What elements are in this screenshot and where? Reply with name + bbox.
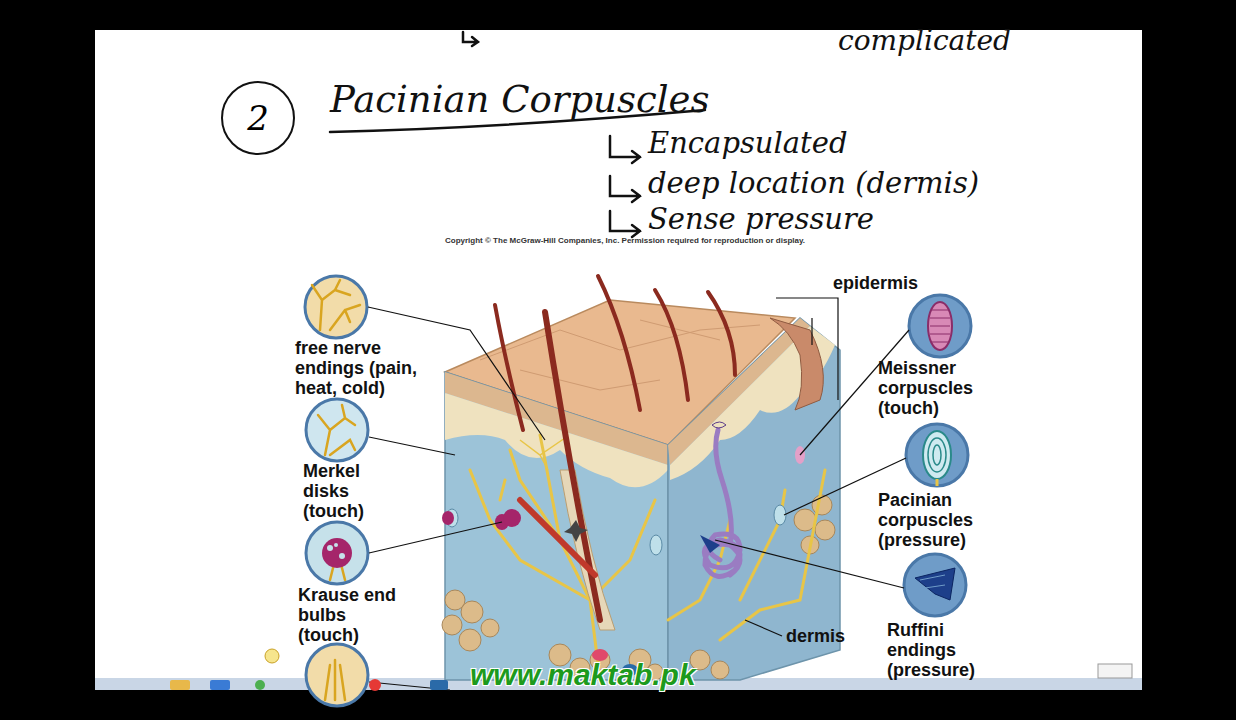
- part-label: dermis: [786, 626, 866, 646]
- handwritten-note: Encapsulated: [648, 128, 847, 160]
- part-label: free nerve endings (pain, heat, cold): [295, 338, 450, 398]
- part-label: Krause end bulbs (touch): [298, 585, 408, 645]
- watermark: www.maktab.pk: [470, 658, 696, 692]
- part-label: Pacinian corpuscles (pressure): [878, 490, 1008, 550]
- part-label: Meissner corpuscles (touch): [878, 358, 1008, 418]
- step-number: 2: [247, 98, 269, 138]
- handwritten-note: complicated: [838, 26, 1011, 57]
- handwritten-note: Sense pressure: [648, 204, 874, 236]
- part-label: Merkel disks (touch): [303, 461, 398, 521]
- copyright-line: Copyright © The McGraw-Hill Companies, I…: [445, 236, 805, 245]
- handwritten-note: deep location (dermis): [648, 168, 979, 200]
- handwritten-heading: Pacinian Corpuscles: [330, 80, 709, 121]
- part-label: Ruffini endings (pressure): [887, 620, 997, 680]
- part-label: epidermis: [833, 273, 953, 293]
- step-number-circle: 2: [221, 81, 295, 155]
